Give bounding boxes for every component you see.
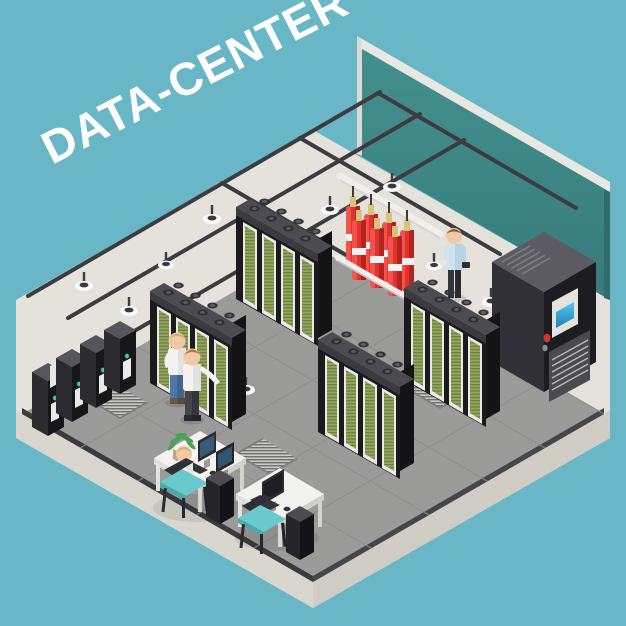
desktop-tower-pc xyxy=(206,470,234,524)
technician-blond xyxy=(164,332,189,408)
office-chair[interactable] xyxy=(160,458,209,518)
hvac-red-indicator xyxy=(543,333,551,343)
hvac-display-panel[interactable] xyxy=(552,288,578,338)
technician-brown xyxy=(180,348,220,425)
security-guard xyxy=(440,228,470,302)
rack-row-right xyxy=(404,279,500,427)
tower-server-bank xyxy=(32,321,136,436)
workstation-occupied xyxy=(153,431,246,524)
desktop-tower-pc xyxy=(286,506,314,560)
hvac-cooling-unit xyxy=(492,232,596,402)
dual-monitors[interactable] xyxy=(198,431,234,480)
fire-cylinder xyxy=(388,226,402,296)
fire-suppression-cylinders xyxy=(335,172,444,308)
office-chair[interactable] xyxy=(238,494,287,554)
rack-row-left-back xyxy=(236,198,332,346)
workstation-empty xyxy=(235,468,324,560)
tower-server xyxy=(104,321,136,394)
fire-cylinder xyxy=(370,218,384,288)
rack-row-center xyxy=(318,331,414,479)
